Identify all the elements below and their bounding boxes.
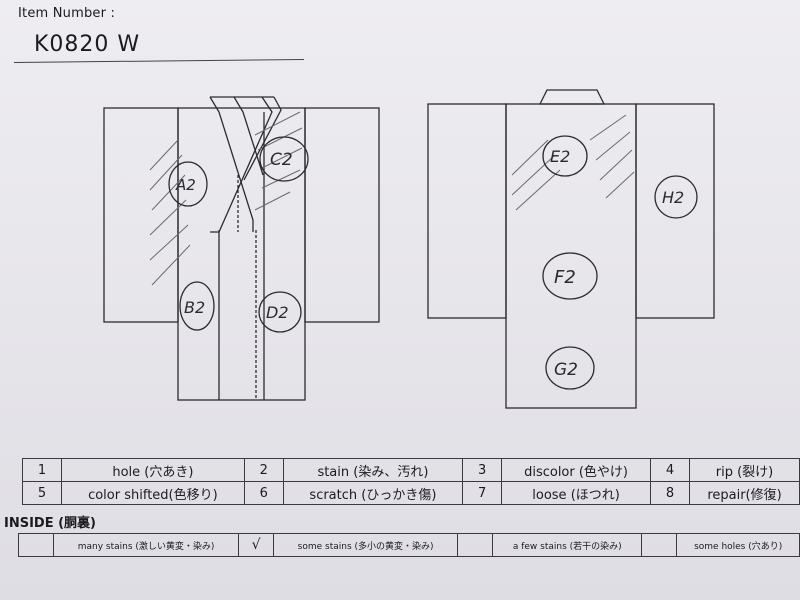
legend-number: 4	[650, 458, 691, 482]
front-mark-b2: B2	[184, 298, 205, 317]
front-mark-a2: A2	[175, 176, 196, 194]
kimono-back-view	[427, 89, 715, 409]
legend-number: 6	[243, 481, 284, 505]
legend-label: discolor (色やけ)	[501, 458, 652, 482]
back-right-sleeve	[635, 103, 715, 319]
front-left-sleeve	[103, 107, 179, 323]
inside-section-label: INSIDE (胴裏)	[4, 516, 96, 531]
legend-label: color shifted(色移り)	[61, 481, 245, 505]
front-mark-c2-circle	[259, 136, 309, 182]
back-mark-f2: F2	[554, 267, 576, 288]
inside-option-label: some stains (多小の黄変・染み)	[273, 533, 459, 557]
back-mark-g2-circle	[545, 346, 595, 390]
inside-checkbox-many-stains[interactable]	[18, 533, 54, 557]
back-stain-hatching	[511, 114, 635, 211]
front-collar-right-edge	[210, 96, 273, 233]
legend-number: 7	[462, 481, 503, 505]
legend-number: 1	[22, 458, 62, 482]
legend-number: 2	[243, 458, 284, 482]
front-collar-left-edge	[209, 96, 254, 232]
front-mark-a2-circle	[168, 161, 208, 207]
legend-label: repair(修復)	[689, 481, 800, 505]
front-mark-d2: D2	[266, 303, 289, 322]
legend-label: rip (裂け)	[689, 458, 800, 482]
item-number-value: K0820 W	[34, 32, 141, 57]
inside-option-label: some holes (穴あり)	[676, 533, 800, 557]
back-collar	[538, 89, 606, 105]
front-mark-c2: C2	[270, 150, 293, 170]
damage-legend-table: 1 hole (穴あき) 2 stain (染み、汚れ) 3 discolor …	[22, 458, 800, 505]
inside-condition-table: many stains (激しい黄変・染み) √ some stains (多小…	[18, 533, 800, 557]
back-mark-f2-circle	[542, 252, 598, 300]
inside-row: many stains (激しい黄変・染み) √ some stains (多小…	[18, 533, 800, 557]
inside-option-label: many stains (激しい黄変・染み)	[52, 533, 240, 557]
front-body	[177, 107, 306, 401]
back-mark-e2: E2	[550, 147, 570, 166]
kimono-diagram: A2 C2 B2 D2	[103, 89, 715, 409]
legend-label: hole (穴あき)	[61, 458, 245, 482]
legend-number: 5	[22, 481, 62, 505]
front-mark-b2-circle	[179, 281, 215, 331]
legend-number: 3	[462, 458, 503, 482]
inside-checkbox-some-stains[interactable]: √	[238, 533, 275, 557]
legend-label: loose (ほつれ)	[501, 481, 652, 505]
front-right-sleeve	[304, 107, 380, 323]
front-stain-hatching	[149, 111, 303, 286]
back-left-sleeve	[427, 103, 507, 319]
legend-label: scratch (ひっかき傷)	[282, 481, 464, 505]
legend-label: stain (染み、汚れ)	[282, 458, 464, 482]
back-mark-g2: G2	[554, 360, 578, 380]
legend-row: 1 hole (穴あき) 2 stain (染み、汚れ) 3 discolor …	[22, 458, 800, 482]
front-mark-d2-circle	[258, 291, 302, 333]
back-mark-h2: H2	[662, 188, 684, 207]
inside-checkbox-few-stains[interactable]	[457, 533, 494, 557]
kimono-front-view	[103, 96, 380, 401]
legend-number: 8	[650, 481, 691, 505]
legend-row: 5 color shifted(色移り) 6 scratch (ひっかき傷) 7…	[22, 481, 800, 505]
back-mark-h2-circle	[654, 175, 698, 219]
inside-checkbox-some-holes[interactable]	[641, 533, 678, 557]
back-mark-e2-circle	[542, 135, 588, 177]
inside-option-label: a few stains (若干の染み)	[492, 533, 643, 557]
item-number-label: Item Number :	[18, 6, 116, 21]
